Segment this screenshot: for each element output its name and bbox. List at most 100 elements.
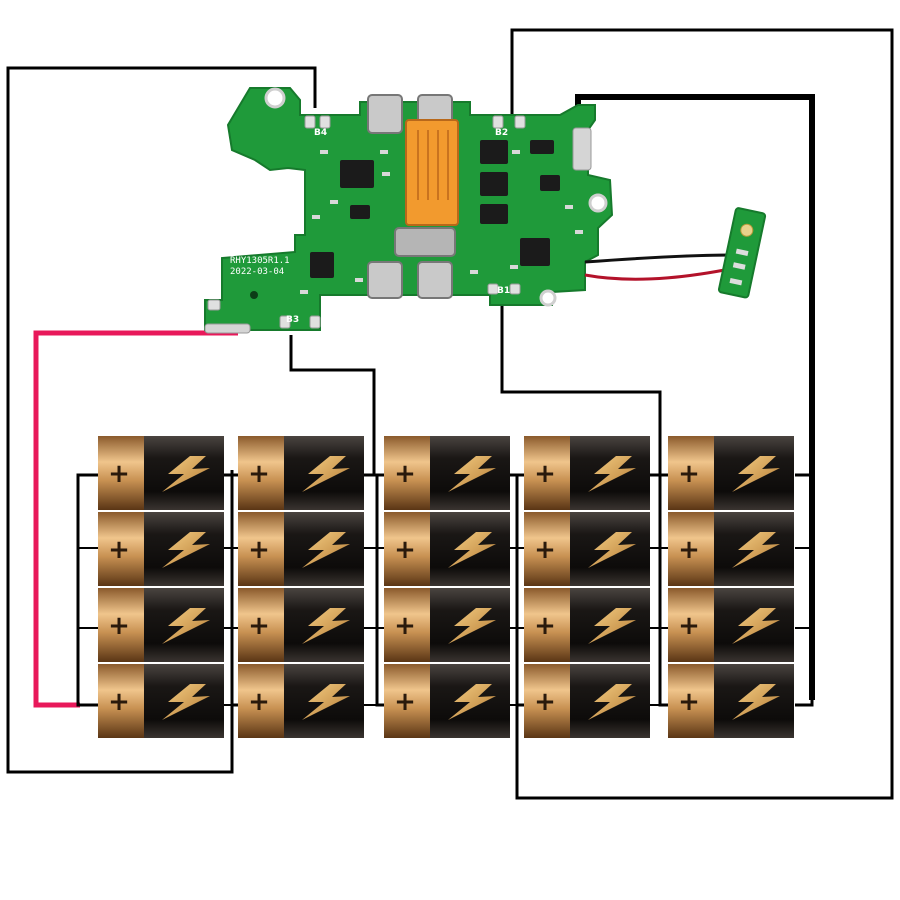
positive-terminal-icon: + (678, 687, 700, 717)
lightning-bolt-icon (162, 684, 210, 720)
positive-pad (572, 127, 592, 171)
lightning-bolt-icon (302, 456, 350, 492)
battery-cells: ++++++++++++++++++++ (98, 436, 794, 738)
battery-cell-icon: + (668, 512, 794, 586)
cell-cap (98, 436, 148, 510)
bms-pcb-board: B4 B2 B3 B1 RHY1305R1.1 2022-03-04 (204, 87, 614, 334)
wire-b2-loop (510, 28, 894, 800)
battery-cell-icon: + (238, 588, 364, 662)
positive-terminal-icon: + (394, 611, 416, 641)
cell-cap (668, 512, 718, 586)
battery-cell-icon: + (384, 436, 510, 510)
positive-terminal-icon: + (394, 687, 416, 717)
pad-label-b2: B2 (495, 128, 508, 138)
led-lead-red (584, 266, 736, 281)
positive-terminal-icon: + (248, 611, 270, 641)
smd-components (300, 150, 583, 294)
lightning-bolt-icon (448, 456, 496, 492)
cell-cap (668, 436, 718, 510)
lightning-bolt-icon (302, 532, 350, 568)
led-indicator-board (584, 207, 767, 299)
lightning-bolt-icon (302, 684, 350, 720)
cell-cap (238, 664, 288, 738)
led-lead-black (584, 253, 734, 264)
ic-chips (310, 140, 560, 278)
cell-cap (98, 512, 148, 586)
lightning-bolt-icon (588, 456, 636, 492)
mount-hole (250, 291, 258, 299)
positive-terminal-icon: + (108, 535, 130, 565)
orange-connector (405, 119, 459, 226)
terminal-clip (394, 227, 456, 257)
wire-b3 (289, 335, 376, 475)
positive-terminal-icon: + (248, 687, 270, 717)
positive-terminal-icon: + (108, 459, 130, 489)
cell-cap (524, 436, 574, 510)
cell-cap (524, 588, 574, 662)
lightning-bolt-icon (588, 684, 636, 720)
lightning-bolt-icon (588, 608, 636, 644)
lightning-bolt-icon (448, 532, 496, 568)
battery-cell-icon: + (384, 664, 510, 738)
battery-cell-icon: + (238, 512, 364, 586)
battery-cell-icon: + (668, 664, 794, 738)
battery-cell-icon: + (98, 436, 224, 510)
terminal-clip (367, 94, 403, 134)
solder-pads (207, 115, 526, 329)
lightning-bolt-icon (732, 456, 780, 492)
lightning-bolt-icon (732, 532, 780, 568)
lightning-bolt-icon (162, 456, 210, 492)
battery-cell-icon: + (98, 512, 224, 586)
cell-cap (238, 512, 288, 586)
battery-cell-icon: + (668, 436, 794, 510)
cell-cap (384, 588, 434, 662)
terminal-clip (417, 261, 453, 299)
board-model-label: RHY1305R1.1 (230, 256, 290, 266)
lightning-bolt-icon (162, 608, 210, 644)
positive-terminal-icon: + (108, 687, 130, 717)
cell-cap (524, 664, 574, 738)
mount-hole (264, 87, 286, 109)
battery-cell-icon: + (238, 436, 364, 510)
lightning-bolt-icon (448, 684, 496, 720)
mount-hole (588, 193, 608, 213)
cell-taps (78, 547, 812, 706)
lightning-bolt-icon (588, 532, 636, 568)
wire-negative-red (33, 330, 238, 708)
cell-cap (238, 436, 288, 510)
pad-label-b4: B4 (314, 128, 327, 138)
battery-cell-icon: + (524, 664, 650, 738)
battery-cell-icon: + (98, 588, 224, 662)
battery-cell-icon: + (98, 664, 224, 738)
positive-terminal-icon: + (678, 535, 700, 565)
cell-cap (98, 588, 148, 662)
cell-cap (384, 664, 434, 738)
pad-label-b1: B1 (497, 286, 510, 296)
lightning-bolt-icon (732, 684, 780, 720)
led-icon (740, 223, 754, 237)
positive-terminal-icon: + (248, 535, 270, 565)
positive-terminal-icon: + (108, 611, 130, 641)
board-date-label: 2022-03-04 (230, 267, 284, 277)
mount-hole (539, 289, 557, 307)
negative-pad (204, 323, 251, 334)
cell-cap (238, 588, 288, 662)
pad-label-b3: B3 (286, 315, 299, 325)
battery-cell-icon: + (524, 436, 650, 510)
positive-terminal-icon: + (678, 459, 700, 489)
lightning-bolt-icon (302, 608, 350, 644)
battery-cell-icon: + (524, 512, 650, 586)
battery-cell-icon: + (668, 588, 794, 662)
cell-cap (524, 512, 574, 586)
terminal-clip (367, 261, 403, 299)
cell-cap (98, 664, 148, 738)
lightning-bolt-icon (162, 532, 210, 568)
battery-cell-icon: + (524, 588, 650, 662)
cell-cap (668, 588, 718, 662)
battery-cell-icon: + (384, 588, 510, 662)
lightning-bolt-icon (732, 608, 780, 644)
positive-terminal-icon: + (394, 535, 416, 565)
cell-cap (668, 664, 718, 738)
positive-terminal-icon: + (248, 459, 270, 489)
